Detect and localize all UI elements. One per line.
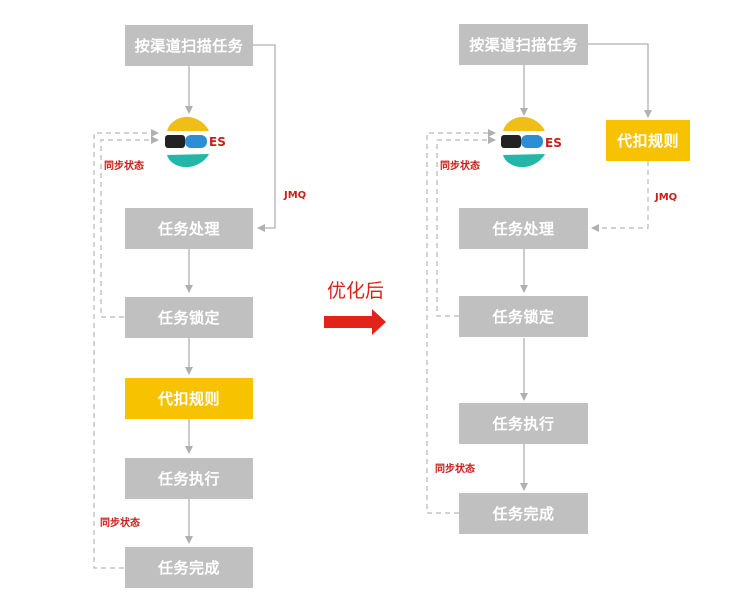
right-deduct-rule-node: 代扣规则	[606, 120, 690, 161]
right-task-complete-node: 任务完成	[459, 493, 588, 534]
right-task-lock-node: 任务锁定	[459, 296, 588, 337]
right-jmq-label: JMQ	[655, 192, 678, 203]
left-task-lock-label: 任务锁定	[157, 309, 220, 327]
elasticsearch-logo-icon	[501, 116, 545, 168]
left-sync-status-label-1: 同步状态	[104, 161, 144, 172]
left-task-complete-label: 任务完成	[157, 559, 220, 577]
optimized-label: 优化后	[327, 280, 385, 302]
left-task-process-label: 任务处理	[157, 220, 220, 238]
right-scan-task-label: 按渠道扫描任务	[469, 36, 578, 54]
right-arrow-icon	[324, 309, 386, 335]
left-task-lock-node: 任务锁定	[125, 297, 253, 338]
left-deduct-rule-label: 代扣规则	[157, 390, 220, 408]
left-deduct-rule-node: 代扣规则	[125, 378, 253, 419]
right-task-complete-label: 任务完成	[492, 505, 555, 523]
left-es-label: ES	[209, 135, 226, 149]
left-task-complete-node: 任务完成	[125, 547, 253, 588]
right-scan-task-node: 按渠道扫描任务	[459, 24, 588, 65]
right-sync-status-label-2: 同步状态	[435, 464, 475, 475]
right-sync-status-label-1: 同步状态	[440, 161, 480, 172]
left-task-execute-label: 任务执行	[157, 470, 220, 488]
left-task-process-node: 任务处理	[125, 208, 253, 249]
left-sync-status-label-2: 同步状态	[100, 518, 140, 529]
left-scan-task-label: 按渠道扫描任务	[134, 37, 244, 55]
right-task-process-node: 任务处理	[459, 208, 588, 249]
right-task-lock-label: 任务锁定	[492, 308, 555, 326]
right-task-execute-node: 任务执行	[459, 403, 588, 444]
elasticsearch-logo-icon	[165, 116, 209, 168]
right-deduct-rule-label: 代扣规则	[616, 132, 679, 150]
left-task-execute-node: 任务执行	[125, 458, 253, 499]
right-task-process-label: 任务处理	[492, 220, 555, 238]
left-scan-task-node: 按渠道扫描任务	[125, 25, 253, 66]
right-es-label: ES	[545, 136, 562, 150]
right-task-execute-label: 任务执行	[492, 415, 555, 433]
left-jmq-label: JMQ	[284, 190, 307, 201]
